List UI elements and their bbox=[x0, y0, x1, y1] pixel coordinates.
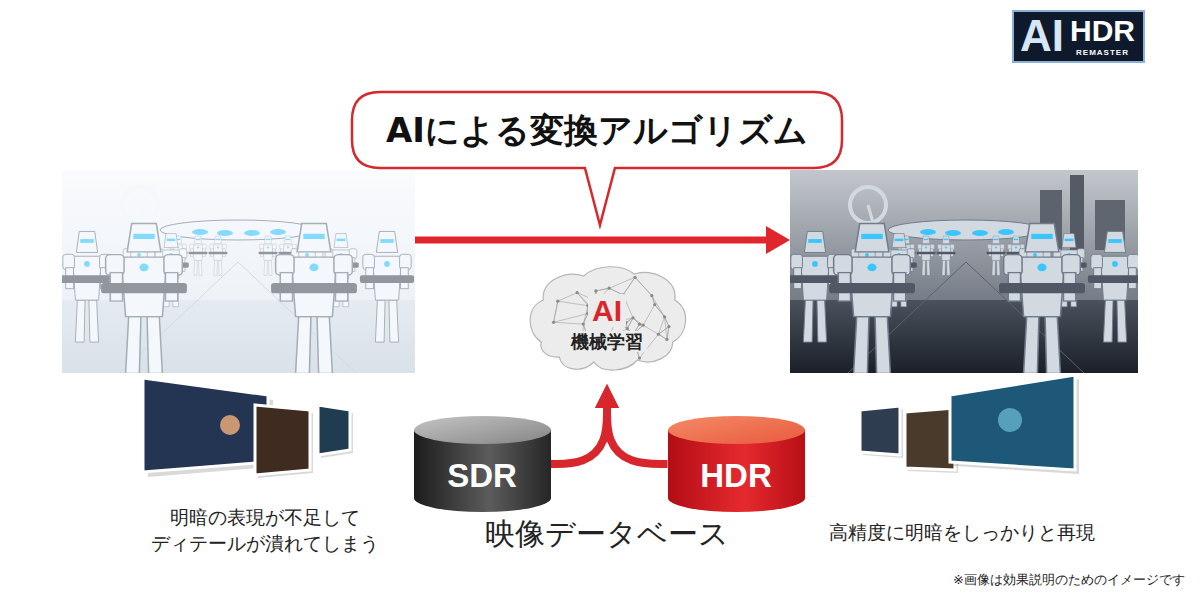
database-cylinder: HDR bbox=[668, 416, 805, 512]
logo-subtext: REMASTER bbox=[1070, 49, 1135, 57]
logo-text: AI bbox=[1020, 14, 1064, 58]
conversion-arrow bbox=[415, 226, 790, 254]
database-name: HDR bbox=[700, 458, 772, 494]
merge-arrow bbox=[551, 408, 608, 464]
bubble-text: AIによる変換アルゴリズム bbox=[386, 110, 808, 151]
speech-bubble bbox=[352, 92, 842, 225]
footnote: ※画像は効果説明のためのイメージです bbox=[953, 572, 1185, 589]
database-name: SDR bbox=[447, 458, 517, 494]
logo-badge: AIHDR REMASTER bbox=[1012, 10, 1145, 63]
caption-text: 明暗の表現が不足して ディテールが潰れてしまう bbox=[134, 505, 396, 556]
ai-brain: AI 機械学習 bbox=[521, 262, 693, 384]
brain-network bbox=[552, 276, 671, 360]
sample-thumbnails-right bbox=[860, 375, 1079, 474]
after-image bbox=[790, 170, 1138, 373]
merge-arrow bbox=[607, 408, 668, 464]
database-cylinder: SDR bbox=[414, 416, 551, 512]
speech-bubble: AIによる変換アルゴリズム bbox=[352, 92, 842, 168]
before-image bbox=[62, 170, 415, 373]
logo-text: HDR bbox=[1070, 15, 1135, 47]
brain-shape bbox=[530, 267, 686, 370]
database-top bbox=[668, 416, 805, 444]
caption-text: 高精度に明暗をしっかりと再現 bbox=[829, 520, 1095, 546]
sample-thumbnails-left bbox=[143, 378, 353, 478]
brain-title: AI bbox=[588, 294, 626, 327]
database-top bbox=[414, 416, 551, 444]
brain-text: 機械学習 bbox=[567, 331, 647, 353]
database-caption: 映像データベース bbox=[485, 516, 729, 552]
